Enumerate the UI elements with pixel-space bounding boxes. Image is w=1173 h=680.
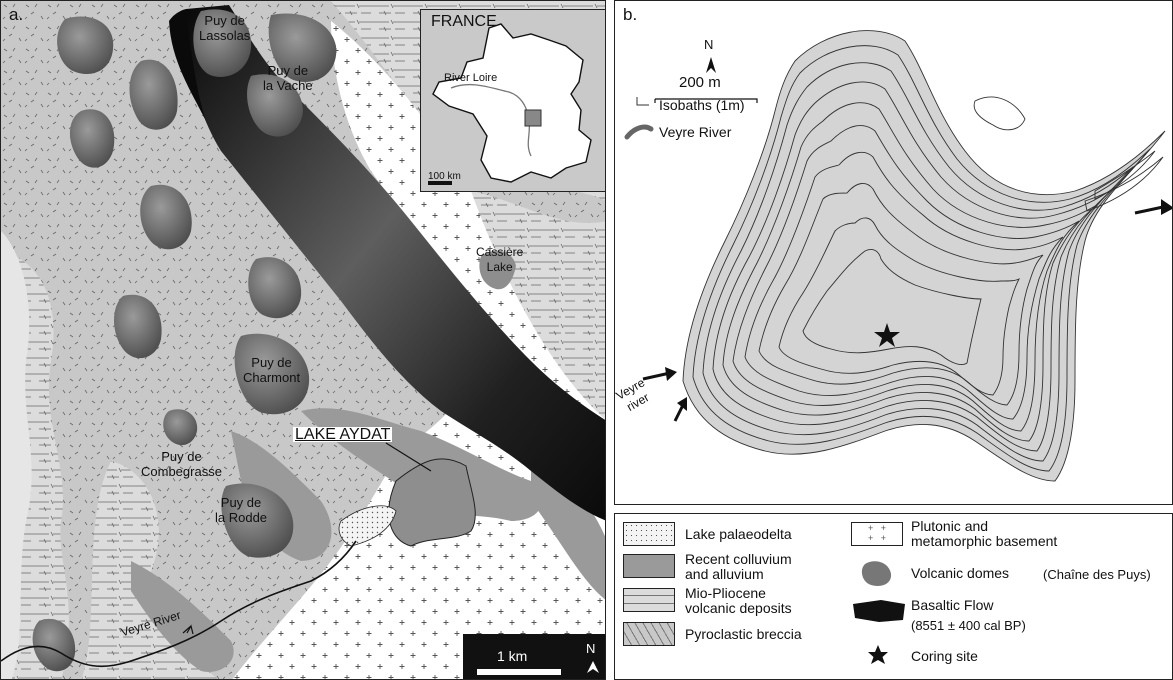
- france-inset: FRANCE River Loire 100 km: [420, 9, 605, 192]
- bathymetric-map: [624, 30, 1172, 482]
- isobaths-legend-label: Isobaths (1m): [659, 97, 745, 113]
- outflow-arrowhead: [1161, 199, 1172, 215]
- scale-bar: [477, 669, 561, 675]
- lake-palaeodelta: [338, 505, 397, 547]
- label-cassiere-lake: Cassière Lake: [476, 245, 524, 274]
- veyre-river-line: [1, 540, 357, 668]
- colluvium-south: [131, 561, 234, 672]
- label-puy-rodde: Puy de la Rodde: [215, 495, 268, 525]
- legend-coring-site: Coring site: [911, 648, 978, 664]
- label-puy-combegrasse: Puy de Combegrasse: [141, 449, 222, 479]
- inflow-arrowhead-1: [665, 367, 677, 381]
- scale-label: 1 km: [497, 648, 528, 664]
- volcanic-domes: [32, 9, 337, 672]
- basaltic-flow-icon: [853, 600, 905, 622]
- lake-contours: [682, 30, 1166, 482]
- bathymetric-map-panel: b. N 200 m Isobaths (1m) Veyre River Vey…: [614, 0, 1173, 505]
- france-outline: [428, 23, 592, 185]
- swatch-mio-pliocene: [623, 588, 675, 612]
- basaltic-flow-edge: [169, 9, 206, 121]
- swatch-basement: + + + +: [851, 522, 903, 546]
- lake-aydat: [388, 458, 476, 547]
- legend-mio-pliocene: Mio-Pliocene volcanic deposits: [685, 585, 792, 616]
- legend-volcanic-domes: Volcanic domes: [911, 565, 1010, 581]
- legend-breccia: Pyroclastic breccia: [685, 626, 802, 642]
- basaltic-flow: [186, 5, 605, 521]
- legend-basement: Plutonic and metamorphic basement: [911, 518, 1058, 549]
- river-flow-arrow: [182, 624, 194, 635]
- legend-basaltic-flow: Basaltic Flow: [911, 597, 994, 613]
- panel-b-north: N: [704, 37, 714, 52]
- panel-b-letter: b.: [623, 5, 638, 24]
- geological-map-panel: FRANCE River Loire 100 km a. Puy de Lass…: [0, 0, 606, 680]
- inset-country-label: FRANCE: [431, 13, 497, 30]
- legend-palaeodelta: Lake palaeodelta: [685, 526, 792, 542]
- volcanic-dome-icon: [861, 561, 892, 586]
- legend-chaine-des-puys: (Chaîne des Puys): [1043, 567, 1151, 582]
- inflow-arrow-1: [642, 371, 671, 381]
- legend-colluvium: Recent colluvium and alluvium: [685, 551, 792, 582]
- outflow-arrow: [1134, 205, 1164, 215]
- cassiere-lake: [479, 250, 516, 290]
- star-icon: [868, 645, 888, 664]
- swatch-colluvium: [623, 554, 675, 578]
- map-legend: Lake palaeodelta Recent colluvium and al…: [614, 513, 1173, 680]
- panel-b-scale-label: 200 m: [679, 74, 721, 91]
- inflow-arrowhead-2: [677, 397, 687, 411]
- alluvium-valley-west: [1, 231, 32, 679]
- label-puy-charmont: Puy de Charmont: [243, 355, 301, 385]
- inset-scale-label: 100 km: [428, 171, 461, 182]
- mio-pliocene-south: [81, 461, 219, 679]
- plus-icon: + +: [867, 533, 886, 543]
- veyre-legend-label: Veyre River: [659, 124, 732, 140]
- label-puy-lassolas: Puy de Lassolas: [199, 13, 251, 43]
- scale-bar-b: [654, 98, 758, 103]
- veyre-river-swatch: [624, 124, 654, 140]
- inflow-arrow-2: [673, 404, 685, 422]
- label-lake-aydat: LAKE AYDAT: [293, 426, 393, 443]
- legend-basalt-age: (8551 ± 400 cal BP): [911, 618, 1026, 633]
- plus-icon: + +: [867, 523, 886, 533]
- isobath-swatch: [636, 97, 649, 106]
- inset-river-label: River Loire: [444, 72, 498, 84]
- colluvium-far-east: [531, 461, 605, 600]
- north-arrow: [587, 661, 599, 673]
- north-label: N: [586, 641, 596, 656]
- label-puy-vache: Puy de la Vache: [263, 63, 313, 93]
- colluvium-central: [231, 431, 332, 561]
- coring-site-star: [874, 323, 900, 347]
- lake-aydat-leader: [385, 442, 432, 472]
- mio-pliocene-east: [471, 191, 605, 421]
- swatch-palaeodelta: [623, 522, 675, 546]
- panel-a-letter: a.: [9, 5, 24, 24]
- north-arrow-b: [706, 57, 716, 73]
- swatch-breccia: [623, 622, 675, 646]
